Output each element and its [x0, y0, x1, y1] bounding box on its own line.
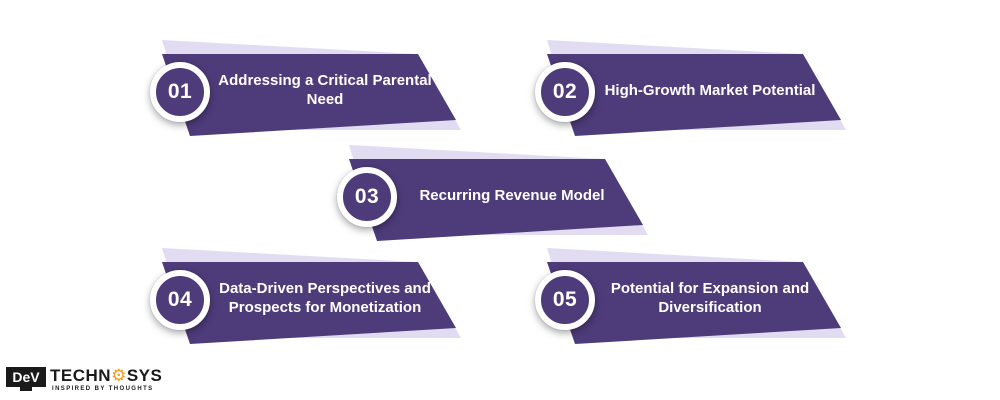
card-body [349, 159, 643, 241]
card-01: 01 Addressing a Critical Parental Need [150, 40, 470, 140]
card-03: 03 Recurring Revenue Model [337, 145, 657, 245]
logo-word-post: SYS [126, 366, 163, 385]
card-04: 04 Data-Driven Perspectives and Prospect… [150, 248, 470, 348]
card-label: Data-Driven Perspectives and Prospects f… [219, 280, 431, 316]
gear-icon: ⚙ [111, 366, 127, 385]
card-shape [162, 248, 461, 344]
number-badge: 02 [535, 62, 595, 122]
logo-monitor-stand [20, 387, 32, 391]
card-body [547, 262, 841, 344]
logo-monitor-box: DeV [6, 367, 46, 387]
logo-wordmark: TECHN⚙SYS [50, 366, 162, 386]
card-label: High-Growth Market Potential [604, 81, 816, 99]
card-body [547, 54, 841, 136]
number-badge: 03 [337, 167, 397, 227]
card-shape [547, 40, 846, 136]
card-label: Potential for Expansion and Diversificat… [610, 280, 810, 316]
card-shape [547, 248, 846, 344]
card-05: 05 Potential for Expansion and Diversifi… [535, 248, 855, 348]
number-badge: 05 [535, 270, 595, 330]
card-body [162, 54, 456, 136]
card-label: Addressing a Critical Parental Need [218, 72, 432, 108]
card-shape [349, 145, 648, 241]
number-badge: 01 [150, 62, 210, 122]
card-02: 02 High-Growth Market Potential [535, 40, 855, 140]
number-badge: 04 [150, 270, 210, 330]
card-shape [162, 40, 461, 136]
company-logo: DeV TECHN⚙SYS INSPIRED BY THOUGHTS [6, 364, 166, 394]
logo-tagline: INSPIRED BY THOUGHTS [52, 386, 154, 392]
logo-word-pre: TECHN [50, 366, 112, 385]
card-label: Recurring Revenue Model [419, 186, 605, 204]
card-body [162, 262, 456, 344]
